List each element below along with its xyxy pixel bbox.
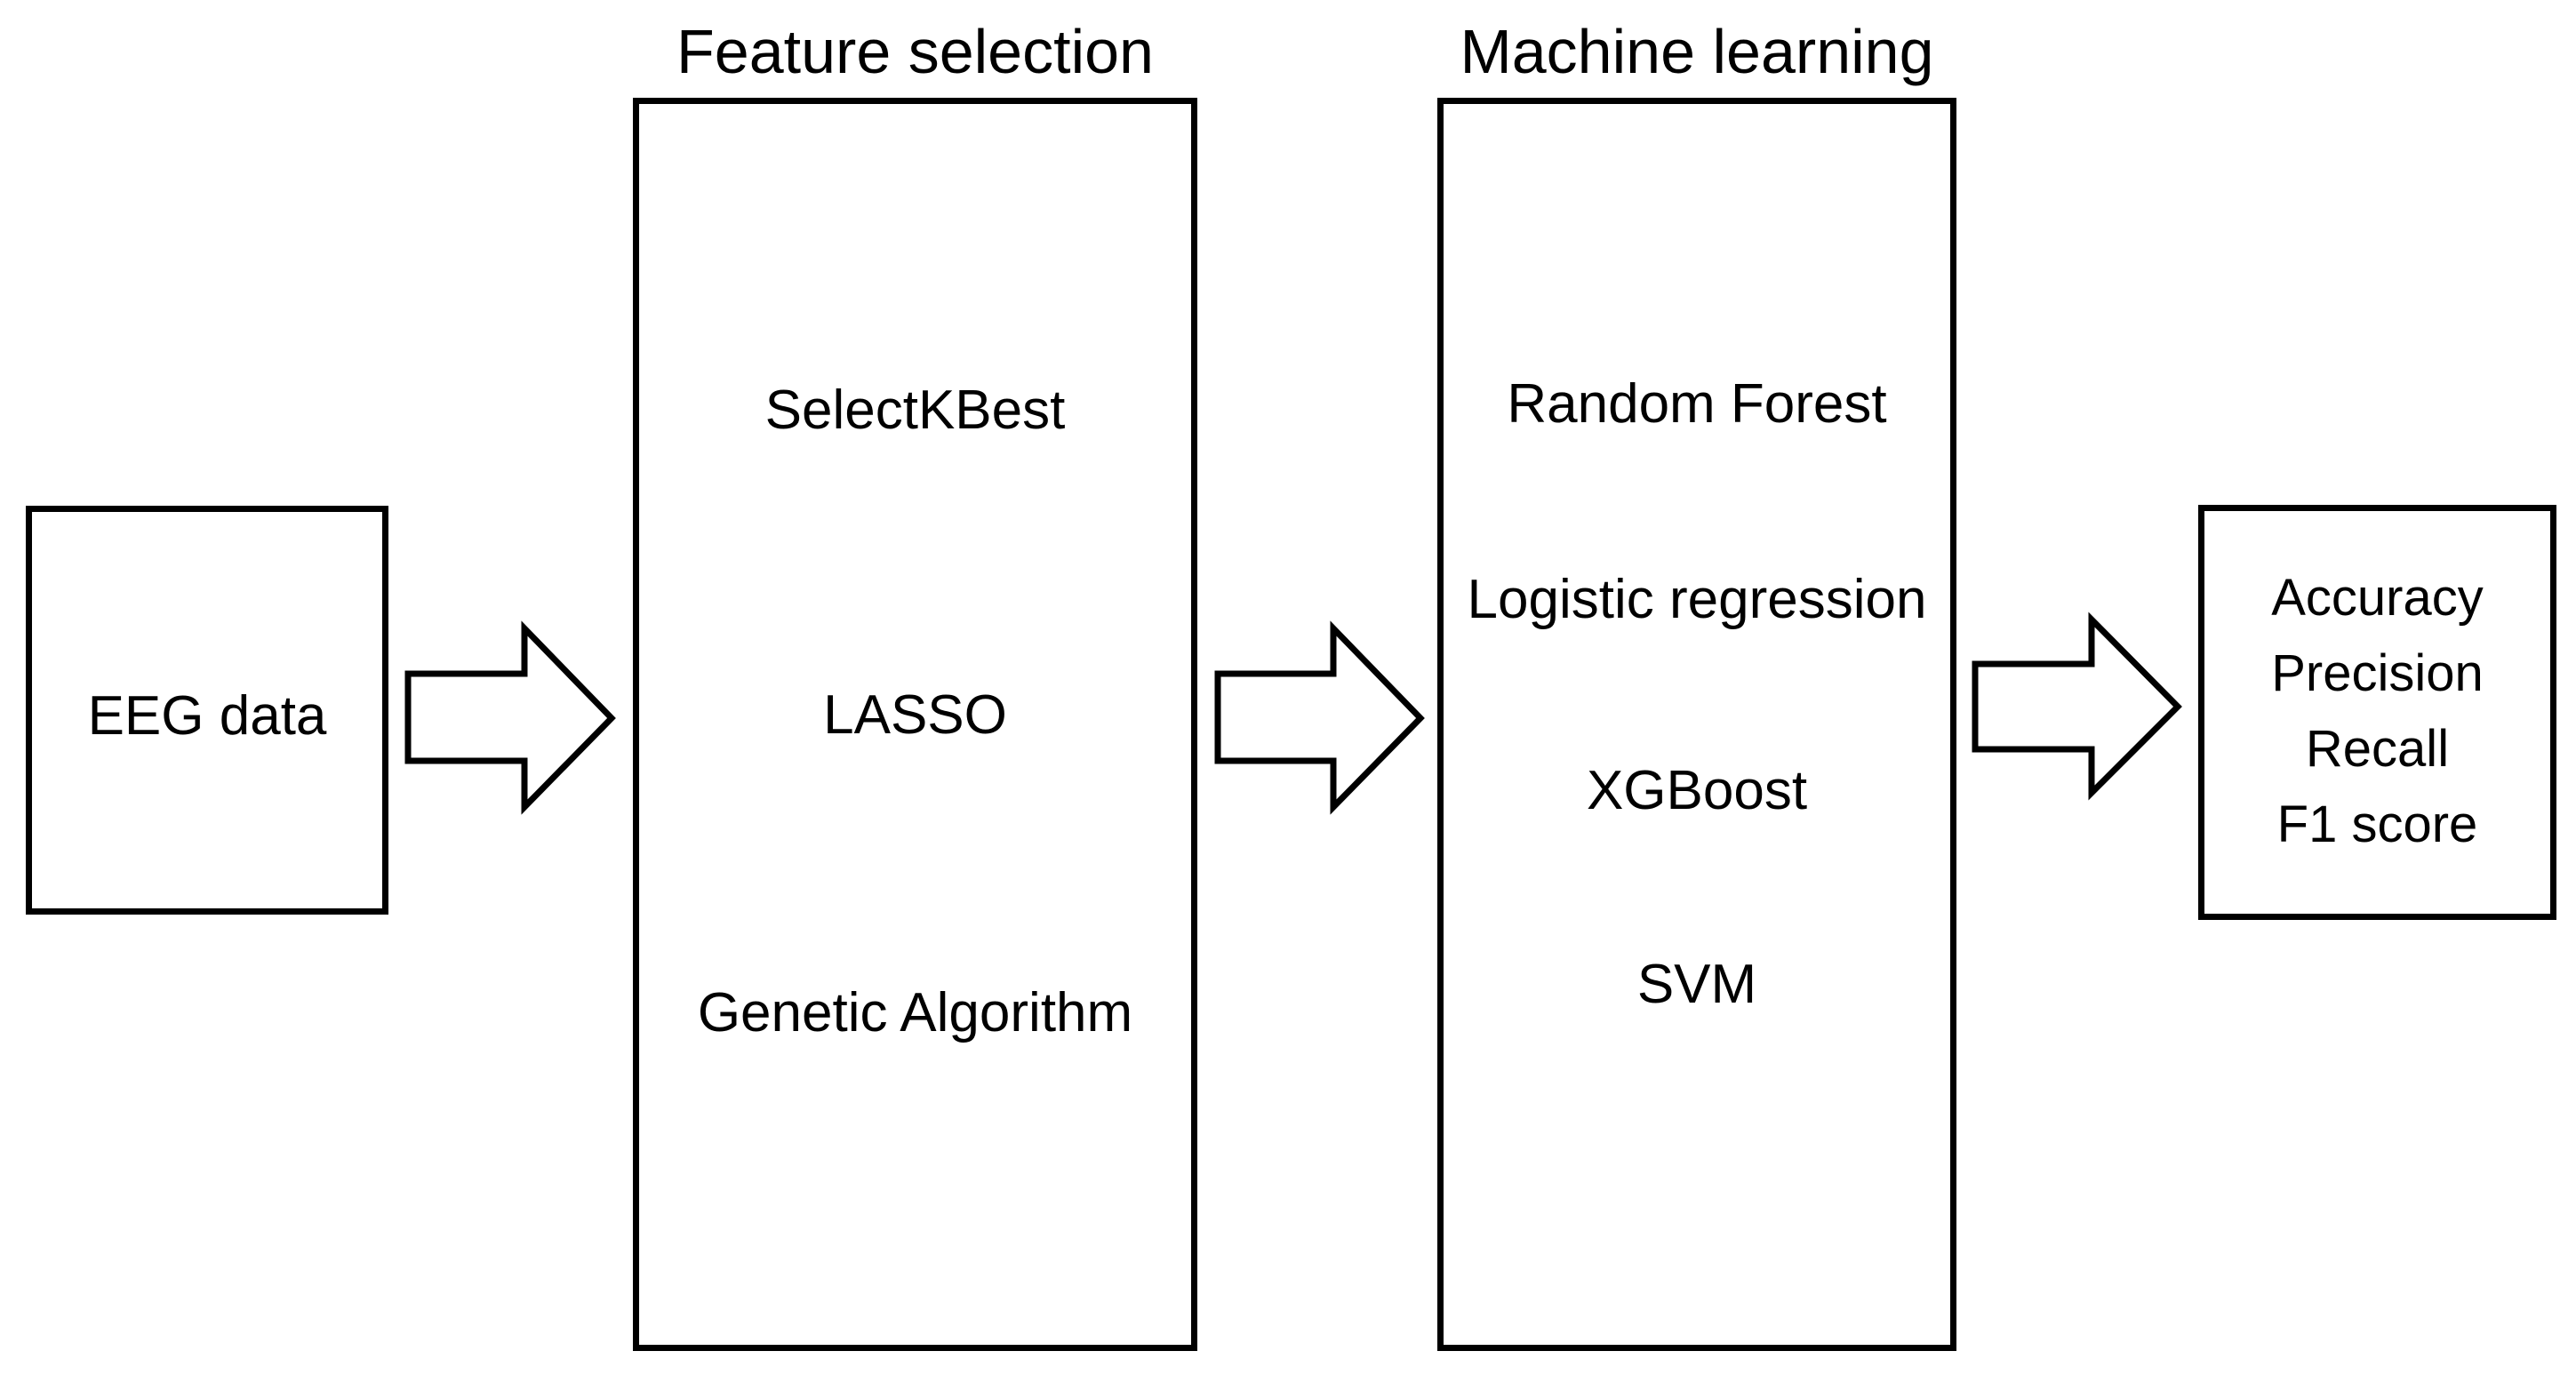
- flow-arrow-1-icon: [404, 620, 616, 815]
- feature-item-genetic-algorithm: Genetic Algorithm: [697, 982, 1133, 1043]
- metrics-box: [2198, 505, 2556, 920]
- machine-learning-title: Machine learning: [1460, 17, 1934, 86]
- eeg-data-label: EEG data: [87, 685, 327, 747]
- ml-item-svm: SVM: [1636, 954, 1757, 1015]
- machine-learning-box: [1437, 98, 1956, 1351]
- flow-arrow-2-icon: [1214, 620, 1425, 815]
- feature-item-lasso: LASSO: [823, 684, 1007, 746]
- metric-accuracy: Accuracy: [2271, 569, 2484, 627]
- eeg-data-box: [26, 506, 388, 915]
- metric-precision: Precision: [2271, 644, 2484, 702]
- feature-item-selectkbest: SelectKBest: [764, 380, 1066, 441]
- ml-item-xgboost: XGBoost: [1586, 760, 1808, 821]
- metrics-list: Accuracy Precision Recall F1 score: [2198, 560, 2556, 862]
- ml-item-random-forest: Random Forest: [1507, 373, 1887, 435]
- flow-arrow-3-icon: [1972, 612, 2182, 801]
- feature-selection-box: [633, 98, 1197, 1351]
- metric-f1-score: F1 score: [2276, 795, 2478, 853]
- ml-item-logistic-regression: Logistic regression: [1467, 569, 1927, 630]
- feature-selection-title: Feature selection: [676, 17, 1154, 86]
- metric-recall: Recall: [2305, 720, 2450, 778]
